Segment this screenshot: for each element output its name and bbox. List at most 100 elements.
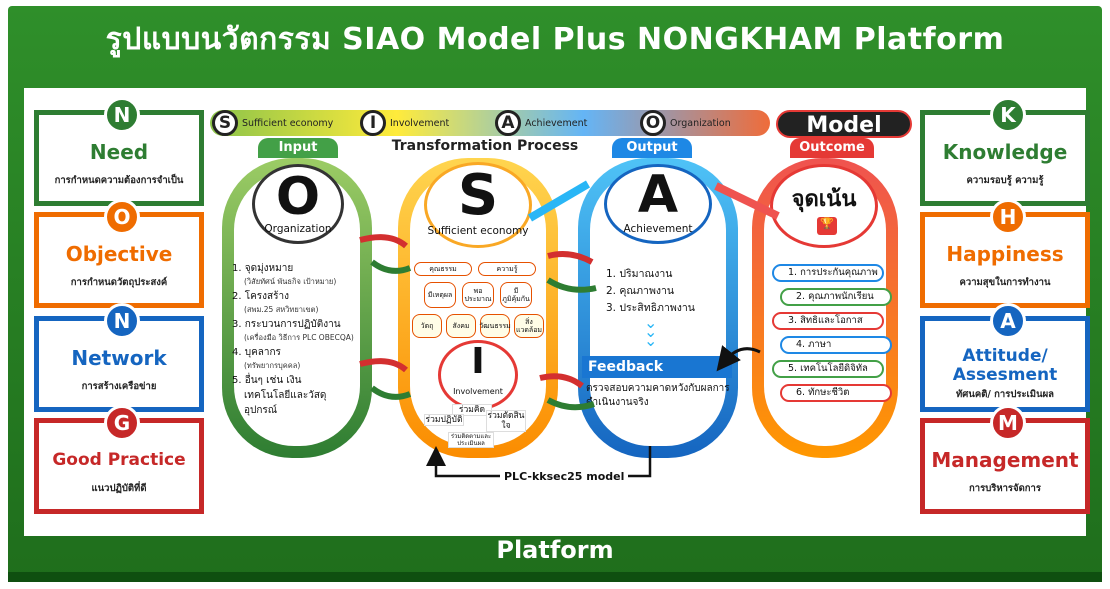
involvement-caption: Involvement	[453, 387, 503, 396]
input-item: 1. จุดมุ่งหมาย (วิสัยทัศน์ พันธกิจ เป้าหม…	[232, 262, 372, 288]
outcome-item: 3. สิทธิและโอกาส	[772, 312, 884, 330]
input-item: อุปกรณ์	[232, 404, 372, 417]
outcome-item: 5. เทคโนโลยีดิจิทัล	[772, 360, 884, 378]
banner-letter: O	[640, 110, 666, 136]
feedback-text: ตรวจสอบความคาดหวังกับผลการดำเนินงานจริง	[586, 383, 730, 408]
principle-chip: พอประมาณ	[462, 282, 494, 308]
involvement-label: ร่วมติดตามและประเมินผล	[448, 432, 494, 448]
green-arrow	[546, 277, 597, 293]
card-badge: O	[104, 199, 140, 235]
output-letter: A	[637, 165, 679, 225]
input-letter: O	[275, 167, 321, 227]
dimension-chip: วัตถุ	[412, 314, 442, 338]
knowledge-chip: ความรู้	[478, 262, 536, 276]
model-label: Model	[776, 110, 912, 138]
card-title: Knowledge	[942, 140, 1068, 164]
dimension-chip: สิ่งแวดล้อม	[514, 314, 544, 338]
red-arrow	[539, 373, 584, 389]
input-caption: Organization	[264, 223, 332, 235]
banner-label: Organization	[670, 117, 731, 129]
green-arrow	[370, 385, 412, 400]
input-item-sub: (วิสัยทัศน์ พันธกิจ เป้าหมาย)	[244, 277, 337, 286]
red-arrow	[359, 358, 408, 373]
involvement-letter: I	[471, 341, 485, 382]
plc-label: PLC-kksec25 model	[500, 470, 629, 483]
input-item-main: 1. จุดมุ่งหมาย	[232, 263, 294, 274]
output-item: 1. ปริมาณงาน	[606, 268, 673, 280]
input-item-main: 2. โครงสร้าง	[232, 291, 290, 302]
card-badge: G	[104, 405, 140, 441]
card-subtitle: การกำหนดความต้องการจำเป็น	[54, 175, 184, 186]
banner-label: Involvement	[390, 117, 450, 129]
chevron-down-icon: ⌄⌄⌄	[644, 313, 658, 350]
dimension-chip: วัฒนธรรม	[479, 314, 511, 338]
page-title: รูปแบบนวัตกรรม SIAO Model Plus NONGKHAM …	[105, 22, 1005, 57]
input-item-sub: (สพม.25 สหวิทยาเขต)	[244, 305, 319, 314]
dimension-chip: สังคม	[446, 314, 476, 338]
left-card: O Objective การกำหนดวัตถุประสงค์	[34, 199, 204, 308]
trophy-icon: 🏆	[817, 217, 837, 235]
input-item-main: 3. กระบวนการปฏิบัติงาน	[232, 319, 341, 330]
input-item: เทคโนโลยีและวัสดุ	[232, 389, 372, 402]
blue-arrow	[527, 180, 591, 222]
input-item-main: 5. อื่นๆ เช่น เงิน	[232, 375, 302, 386]
input-item: 4. บุคลากร (ทรัพยากรบุคคล)	[232, 346, 372, 372]
red-arrow	[547, 251, 594, 265]
banner-letter: S	[212, 110, 238, 136]
input-item-sub: (ทรัพยากรบุคคล)	[244, 361, 301, 370]
input-item-main: 4. บุคลากร	[232, 347, 281, 358]
input-header: Input	[258, 138, 338, 158]
input-item-sub: (เครื่องมือ วิธีการ PLC OBECQA)	[244, 333, 354, 342]
left-card: G Good Practice แนวปฏิบัติที่ดี	[34, 405, 204, 514]
card-badge: N	[104, 303, 140, 339]
banner-letter: A	[495, 110, 521, 136]
card-title: Happiness	[946, 242, 1064, 266]
green-arrow	[370, 259, 412, 274]
card-title: Good Practice	[52, 450, 186, 470]
involvement-circle: I Involvement	[438, 340, 518, 410]
banner-label: Achievement	[525, 117, 588, 129]
banner-chip-i: I Involvement	[360, 110, 449, 136]
card-title: Attitude/ Assesment	[952, 346, 1058, 385]
output-item: 2. คุณภาพงาน	[606, 285, 675, 297]
platform-label: Platform	[496, 536, 614, 564]
output-header: Output	[612, 138, 692, 158]
input-list: 1. จุดมุ่งหมาย (วิสัยทัศน์ พันธกิจ เป้าหม…	[232, 262, 372, 419]
input-item: 5. อื่นๆ เช่น เงิน	[232, 374, 372, 387]
card-title: Network	[71, 346, 167, 370]
card-title: Objective	[65, 242, 173, 266]
input-item-main: เทคโนโลยีและวัสดุ	[244, 390, 327, 401]
card-badge: K	[990, 97, 1026, 133]
involvement-label: ร่วมปฏิบัติ	[424, 414, 464, 426]
input-item-main: อุปกรณ์	[244, 405, 278, 416]
green-arrow	[546, 397, 595, 411]
input-item: 2. โครงสร้าง (สพม.25 สหวิทยาเขต)	[232, 290, 372, 316]
output-caption: Achievement	[623, 223, 693, 235]
outcome-title: จุดเน้น	[791, 187, 857, 212]
card-badge: H	[990, 199, 1026, 235]
card-subtitle: ทัศนคติ/ การประเมินผล	[956, 389, 1054, 400]
red-arrow	[714, 182, 780, 220]
card-title: Need	[89, 140, 149, 164]
input-item: 3. กระบวนการปฏิบัติงาน (เครื่องมือ วิธีกา…	[232, 318, 372, 344]
card-subtitle: การกำหนดวัตถุประสงค์	[70, 277, 168, 288]
outcome-item: 2. คุณภาพนักเรียน	[780, 288, 892, 306]
principle-chip: มีภูมิคุ้มกัน	[500, 282, 532, 308]
process-letter: S	[457, 163, 499, 228]
card-badge: M	[990, 405, 1026, 441]
card-subtitle: แนวปฏิบัติที่ดี	[91, 483, 147, 494]
input-circle: O Organization	[252, 164, 344, 244]
banner-chip-s: S Sufficient economy	[212, 110, 333, 136]
outcome-item: 4. ภาษา	[780, 336, 892, 354]
process-header: Transformation Process	[391, 138, 579, 154]
banner-chip-o: O Organization	[640, 110, 731, 136]
card-title: Management	[931, 448, 1079, 472]
banner-label: Sufficient economy	[242, 117, 334, 129]
banner-chip-a: A Achievement	[495, 110, 587, 136]
output-item: 3. ประสิทธิภาพงาน	[606, 302, 695, 314]
feedback-label: Feedback	[582, 356, 732, 378]
